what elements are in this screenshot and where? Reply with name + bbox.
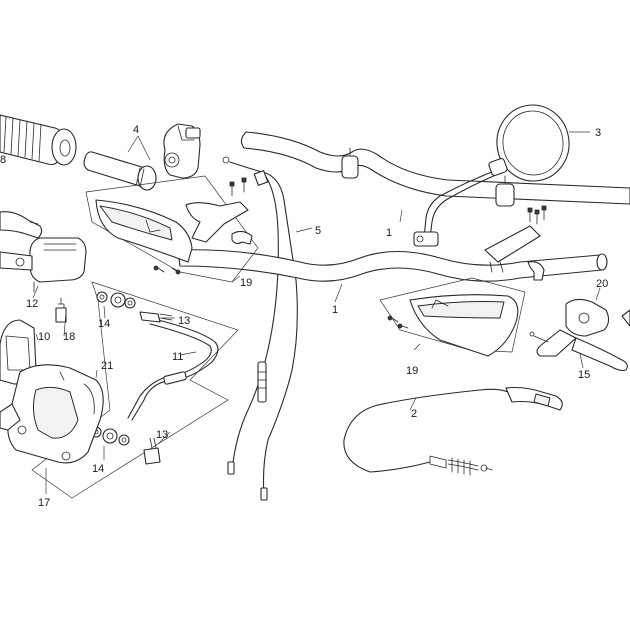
handlebar-lower bbox=[177, 249, 608, 282]
handguard-left bbox=[95, 199, 193, 263]
label-part-15: 15 bbox=[578, 369, 590, 381]
label-part-20: 20 bbox=[596, 278, 608, 290]
label-part-18: 18 bbox=[63, 331, 75, 343]
handguard-bracket-left bbox=[153, 177, 253, 275]
part-number-labels: 1 1 2 3 4 5 8 10 11 12 13 13 14 14 15 17… bbox=[0, 124, 608, 509]
label-part-10: 10 bbox=[38, 331, 50, 343]
clutch-cable bbox=[343, 386, 563, 476]
handlebar-clamps bbox=[341, 147, 515, 207]
label-part-2: 2 bbox=[411, 408, 417, 420]
throttle-cable bbox=[222, 156, 298, 501]
brake-caliper bbox=[0, 364, 104, 464]
handguard-right bbox=[387, 294, 519, 357]
label-part-17: 17 bbox=[38, 497, 50, 509]
brake-hose bbox=[127, 317, 219, 421]
label-part-21: 21 bbox=[101, 360, 113, 372]
label-part-13-upper: 13 bbox=[178, 315, 190, 327]
brake-master-cylinder bbox=[0, 237, 87, 293]
label-part-19-left: 19 bbox=[240, 277, 252, 289]
brake-lever bbox=[0, 211, 43, 239]
label-part-4: 4 bbox=[133, 124, 139, 136]
handguard-bracket-right bbox=[484, 205, 547, 281]
handlebar-grip bbox=[0, 114, 77, 166]
label-part-13-lower: 13 bbox=[156, 429, 168, 441]
label-part-1-upper: 1 bbox=[386, 227, 392, 239]
throttle-housing bbox=[163, 123, 201, 179]
label-part-3: 3 bbox=[595, 127, 601, 139]
label-part-14-upper: 14 bbox=[98, 318, 110, 330]
clutch-lever-assembly bbox=[529, 298, 630, 372]
label-part-14-lower: 14 bbox=[92, 463, 104, 475]
label-part-5: 5 bbox=[315, 225, 321, 237]
bleed-valve bbox=[55, 297, 67, 323]
label-part-8: 8 bbox=[0, 154, 6, 166]
label-part-12: 12 bbox=[26, 298, 38, 310]
label-part-19-right: 19 bbox=[406, 365, 418, 377]
rear-view-mirror bbox=[413, 104, 570, 247]
label-part-11: 11 bbox=[172, 351, 183, 363]
handlebar-upper bbox=[240, 131, 630, 205]
label-part-1-lower: 1 bbox=[332, 304, 338, 316]
throttle-tube bbox=[83, 151, 157, 191]
